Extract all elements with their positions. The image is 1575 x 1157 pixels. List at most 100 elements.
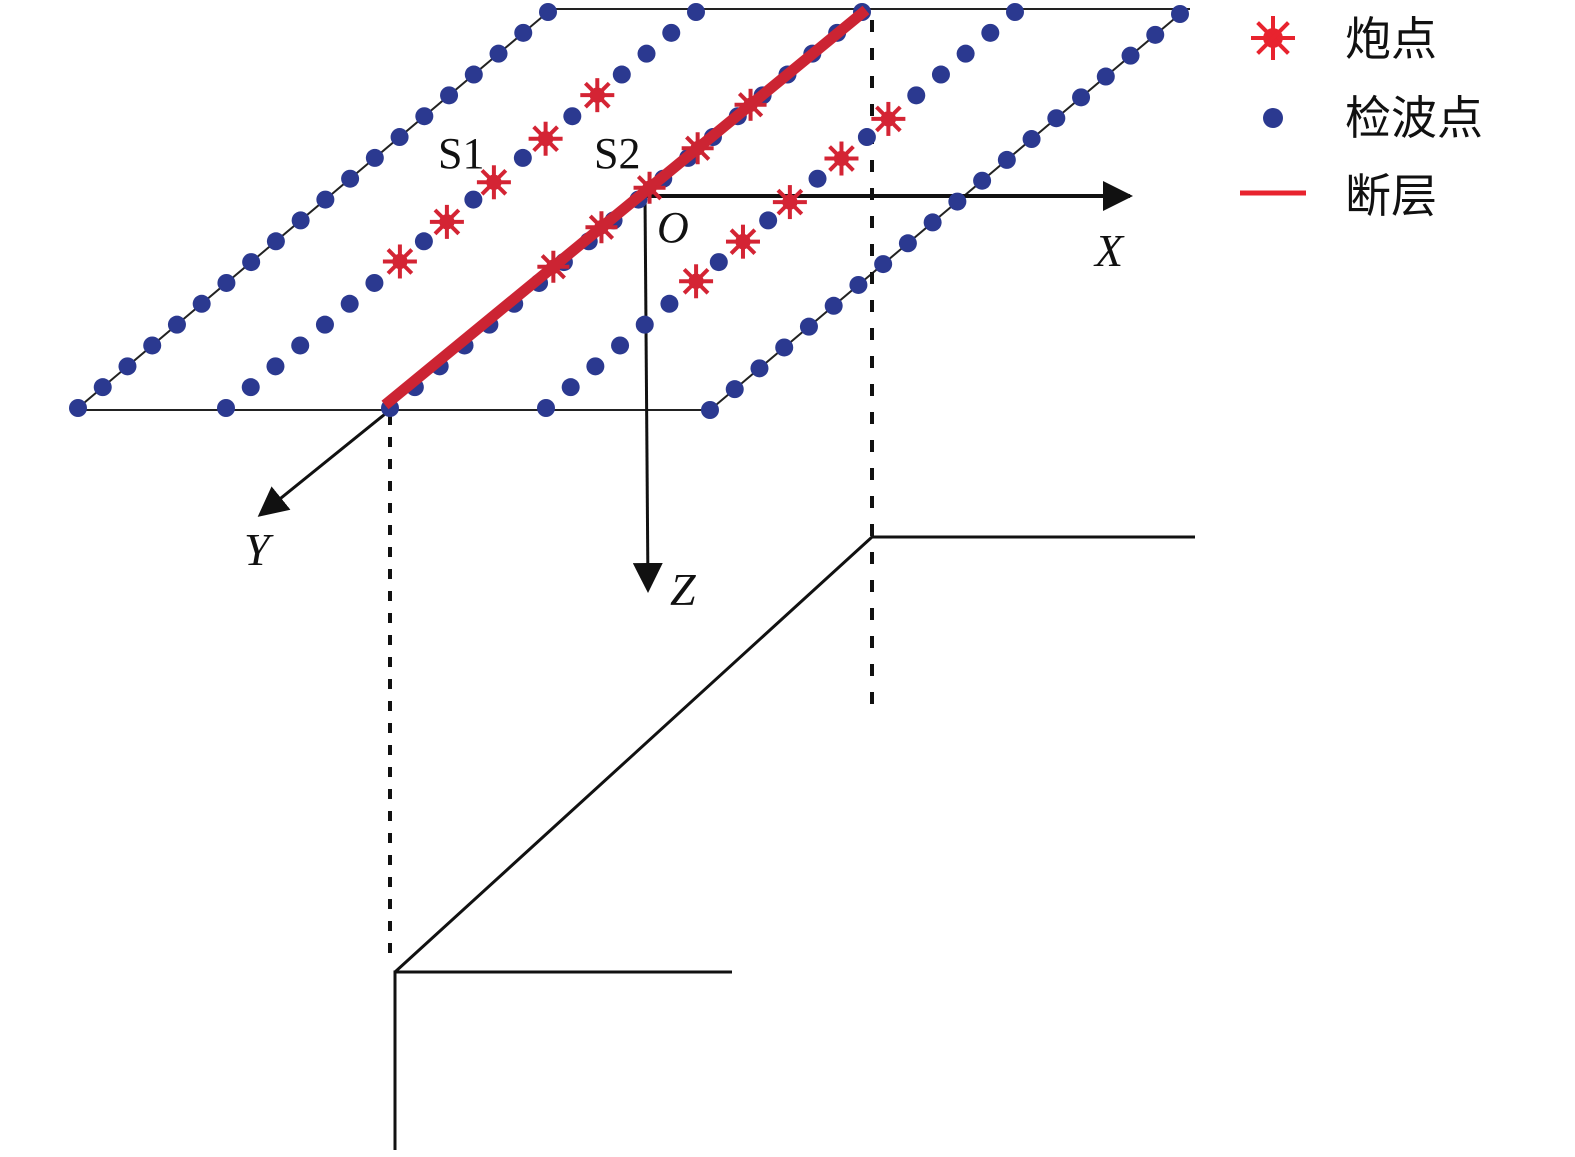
receiver-dot xyxy=(167,315,186,334)
z-axis xyxy=(632,195,663,593)
receiver-dot xyxy=(997,150,1016,169)
receiver-dot xyxy=(824,296,843,315)
x-axis-label: X xyxy=(1093,225,1125,276)
receiver-dot xyxy=(539,3,557,21)
shot-star xyxy=(725,224,760,259)
receiver-dot xyxy=(315,315,334,334)
receiver-dot xyxy=(759,211,778,230)
receiver-dot xyxy=(775,338,794,357)
receiver-dot xyxy=(923,213,942,232)
receiver-dot xyxy=(291,336,310,355)
receiver-dot xyxy=(341,169,360,188)
receiver-dot xyxy=(637,44,656,63)
receiver-dot xyxy=(750,359,769,378)
receiver-dot xyxy=(611,336,630,355)
receiver-dot xyxy=(537,399,555,417)
receiver-dot xyxy=(857,128,876,147)
shot-star xyxy=(382,244,417,279)
y-axis-label: Y xyxy=(244,524,274,575)
shot-star xyxy=(580,78,615,113)
receiver-dot xyxy=(291,211,310,230)
shot-star xyxy=(681,132,714,165)
receiver-dot xyxy=(808,169,827,188)
receiver-dot xyxy=(217,399,235,417)
receiver-dot xyxy=(316,190,335,209)
receiver-dot xyxy=(93,378,112,397)
receiver-dot xyxy=(563,107,582,126)
legend-star-shape xyxy=(1251,16,1295,60)
line-label-s1: S1 xyxy=(438,129,484,178)
receiver-dot xyxy=(931,65,950,84)
receiver-dot xyxy=(242,253,261,272)
z-axis-label: Z xyxy=(670,564,696,615)
receiver-dot xyxy=(701,401,719,419)
legend-label-fault: 断层 xyxy=(1345,169,1437,223)
receiver-dot xyxy=(709,253,728,272)
receiver-dot xyxy=(612,65,631,84)
fault-line xyxy=(381,5,870,410)
receiver-dot xyxy=(898,234,917,253)
receiver-dot xyxy=(69,399,87,417)
receiver-dot xyxy=(725,380,744,399)
receiver-dot xyxy=(948,192,967,211)
fault-profile xyxy=(393,970,732,1150)
receiver-dot xyxy=(192,294,211,313)
receiver-dot xyxy=(414,232,433,251)
receiver-dot xyxy=(874,255,893,274)
receiver-dot xyxy=(956,44,975,63)
shot-star xyxy=(871,101,906,136)
receiver-dot xyxy=(340,294,359,313)
receiver-dot xyxy=(1146,25,1165,44)
receiver-dot xyxy=(489,44,508,63)
receiver-dot xyxy=(849,275,868,294)
shot-star xyxy=(537,250,570,283)
receiver-dot xyxy=(415,107,434,126)
receiver-dot xyxy=(464,65,483,84)
receiver-dot xyxy=(561,378,580,397)
receiver-dot xyxy=(217,273,236,292)
receiver-dot xyxy=(662,23,681,42)
shot-star xyxy=(528,121,563,156)
shot-star xyxy=(734,88,767,121)
receiver-dot xyxy=(1022,130,1041,149)
receiver-dot xyxy=(635,315,654,334)
shot-star xyxy=(772,185,807,220)
receiver-dot xyxy=(973,171,992,190)
receiver-dot xyxy=(1006,3,1024,21)
receiver-dot xyxy=(1171,5,1189,23)
shot-star xyxy=(429,204,464,239)
legend: 炮点 检波点 断层 xyxy=(1240,12,1483,223)
receiver-dot xyxy=(586,357,605,376)
origin-label: O xyxy=(657,203,689,252)
legend-label-shot: 炮点 xyxy=(1345,12,1437,66)
receiver-dot xyxy=(118,357,137,376)
receiver-dot xyxy=(266,357,285,376)
receiver-dot xyxy=(799,317,818,336)
receiver-dot xyxy=(266,232,285,251)
legend-dot-icon xyxy=(1263,108,1283,128)
fault-profile-upper xyxy=(393,535,1195,974)
receiver-dot xyxy=(687,3,705,21)
legend-label-receiver: 检波点 xyxy=(1345,91,1483,145)
shot-star xyxy=(633,171,666,204)
receiver-dot xyxy=(1047,109,1066,128)
shot-star xyxy=(476,165,511,200)
receiver-dot xyxy=(440,86,459,105)
shot-star xyxy=(585,211,618,244)
receiver-dot xyxy=(1096,67,1115,86)
receiver-dot xyxy=(464,190,483,209)
receiver-dot xyxy=(143,336,162,355)
y-axis xyxy=(257,408,391,517)
receiver-dot xyxy=(1121,46,1140,65)
receiver-dot xyxy=(365,148,384,167)
receiver-dot xyxy=(514,23,533,42)
receiver-dot xyxy=(660,294,679,313)
shot-star xyxy=(679,264,714,299)
line-label-s2: S2 xyxy=(594,129,640,178)
receiver-dot xyxy=(1072,88,1091,107)
receiver-dot xyxy=(241,378,260,397)
receiver-dot xyxy=(390,128,409,147)
receiver-dot xyxy=(365,273,384,292)
shot-star xyxy=(824,141,859,176)
